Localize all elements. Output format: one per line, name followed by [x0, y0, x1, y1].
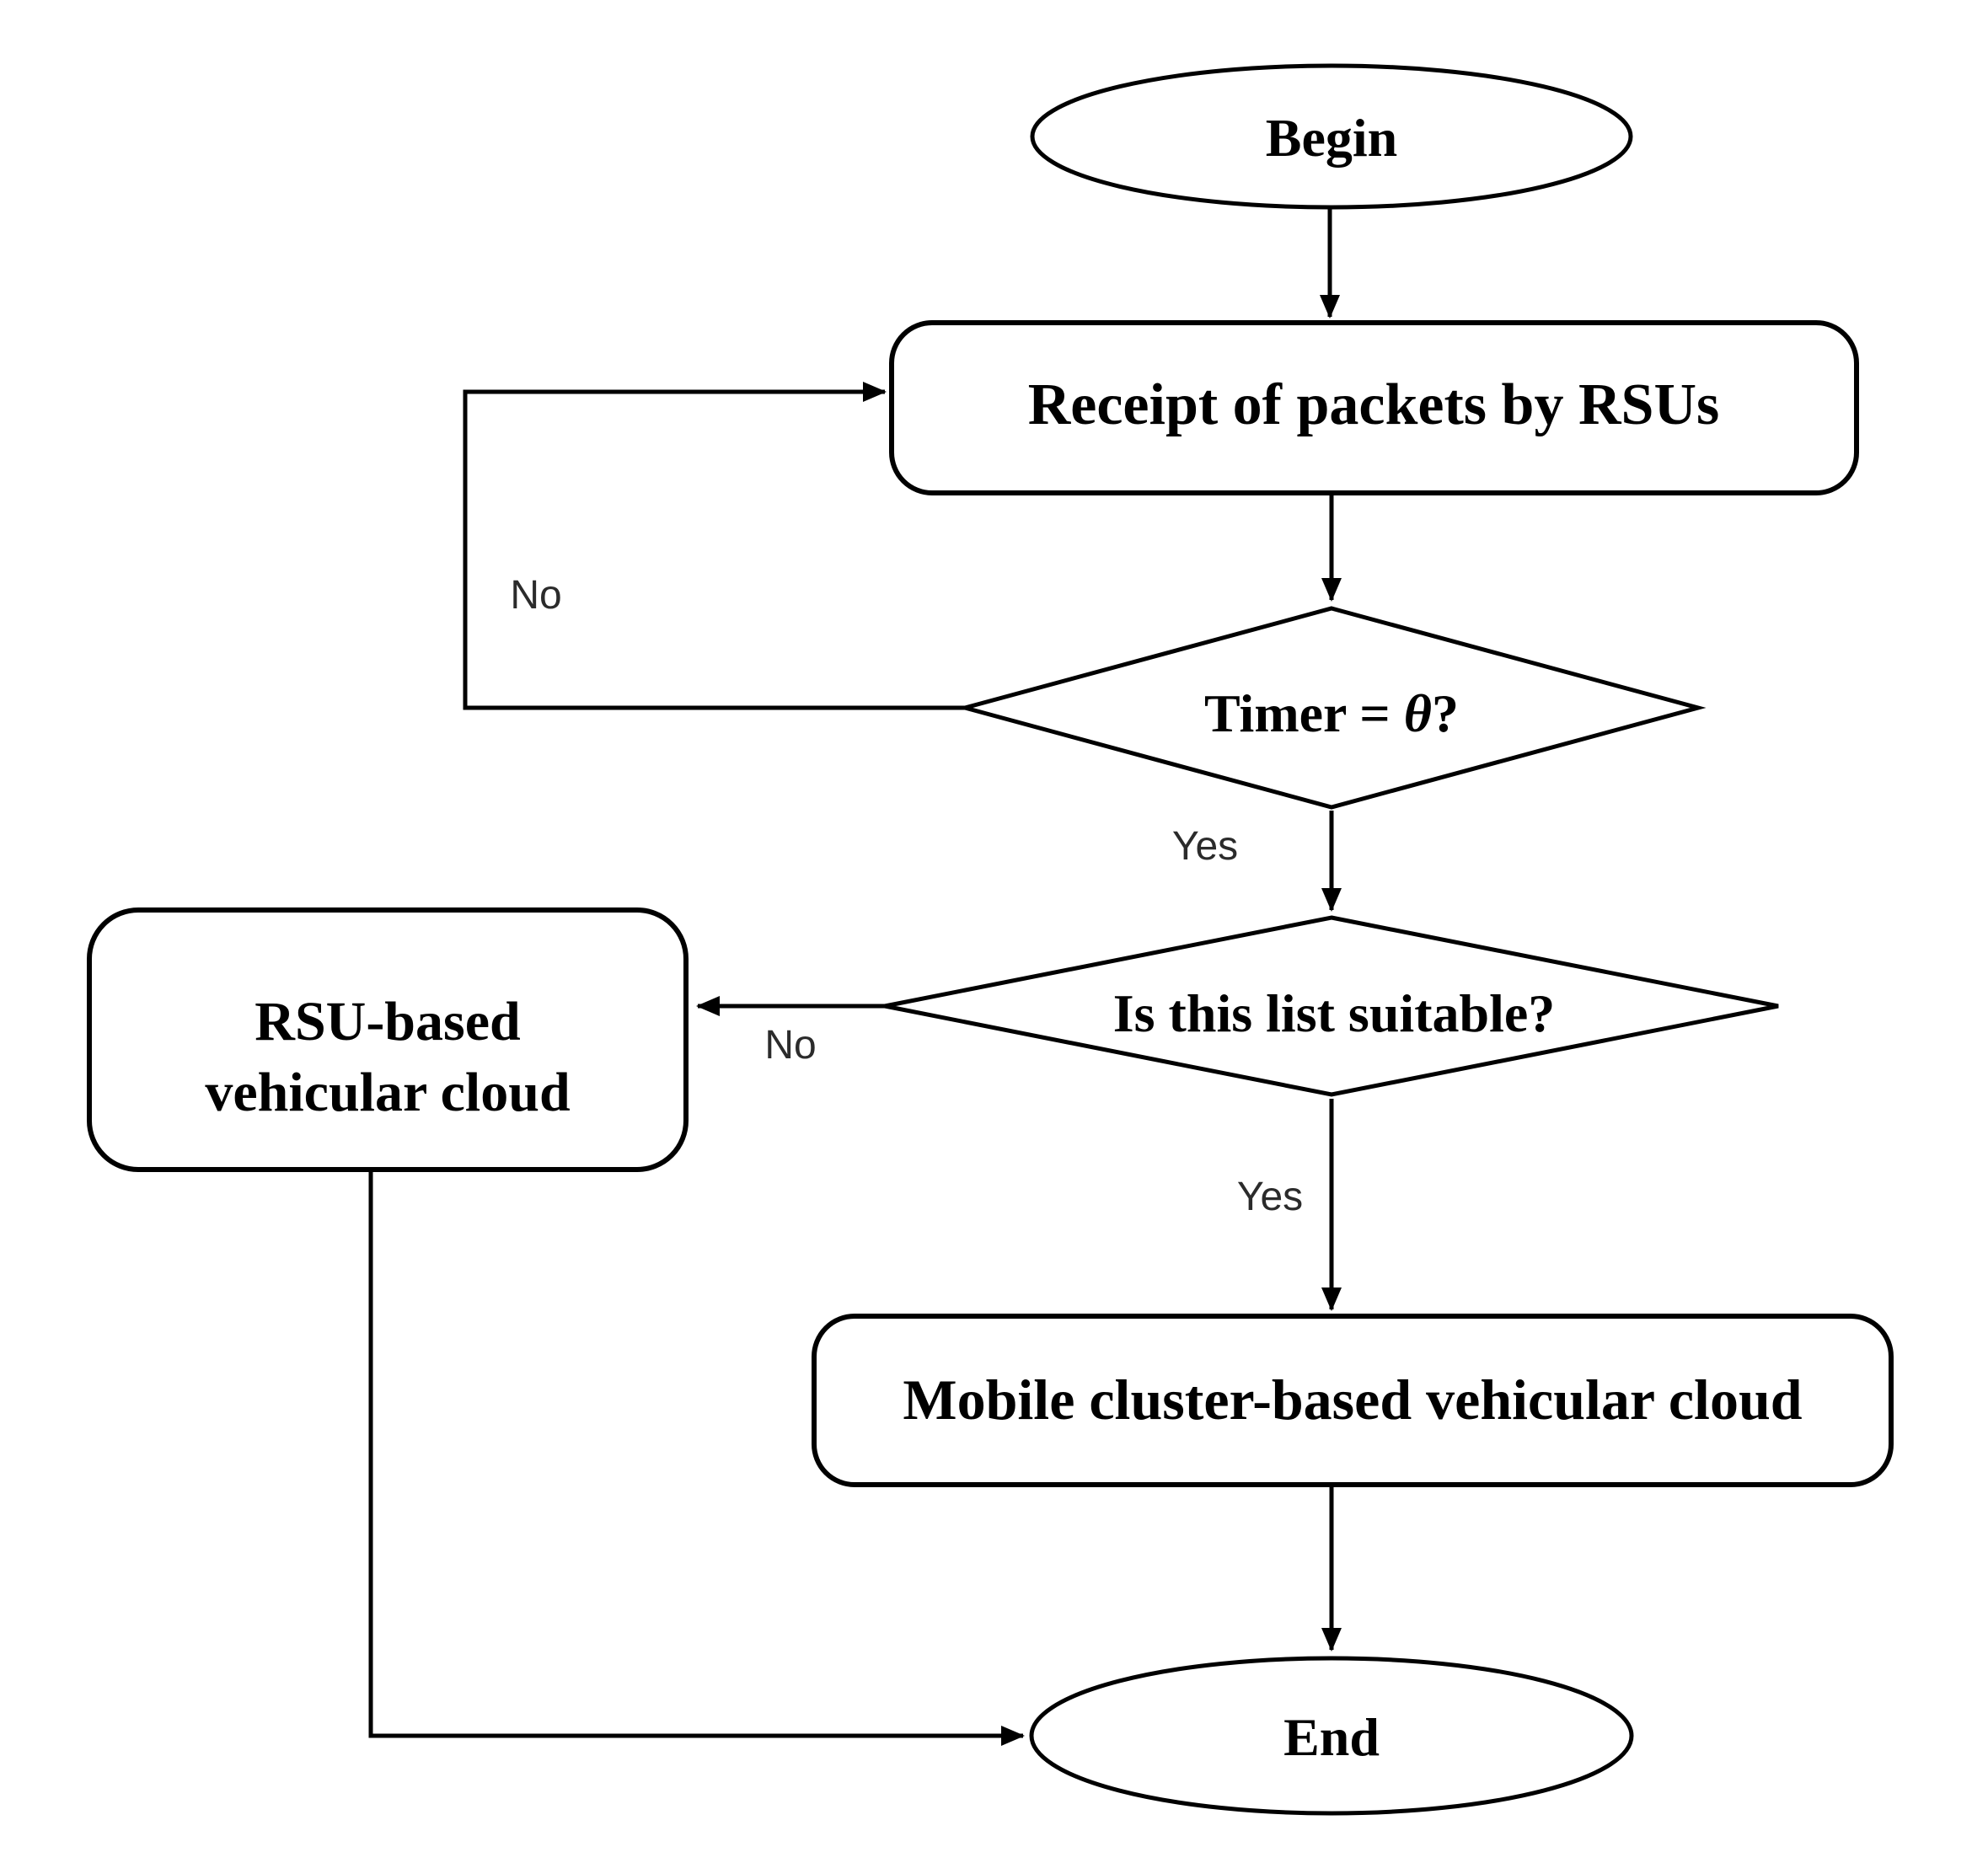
node-rsu-vehicular-cloud: RSU-based vehicular cloud: [87, 907, 689, 1172]
edge-label-suitable-no: No: [764, 1023, 816, 1068]
rsu-cloud-label-line2: vehicular cloud: [205, 1062, 570, 1123]
node-end: End: [1029, 1656, 1634, 1816]
end-terminator-shape: [1029, 1656, 1634, 1816]
edge-timer-no-loop: [463, 382, 965, 710]
edge-labels: No Yes No Yes: [510, 573, 1303, 1219]
end-label: End: [1283, 1707, 1380, 1767]
begin-terminator-shape: [1030, 63, 1633, 210]
edge-label-suitable-yes: Yes: [1237, 1175, 1303, 1219]
rsu-cloud-process-shape: [87, 907, 689, 1172]
edge-label-timer-no: No: [510, 573, 561, 618]
timer-label: Timer = θ?: [1204, 683, 1459, 743]
receipt-label: Receipt of packets by RSUs: [1028, 372, 1720, 437]
mobile-cloud-process-shape: [812, 1314, 1894, 1487]
node-receipt-of-packets: Receipt of packets by RSUs: [889, 320, 1859, 495]
timer-decision-shape: [956, 606, 1707, 810]
suitable-decision-shape: [884, 915, 1779, 1097]
rsu-cloud-label-line1: RSU-based: [255, 991, 520, 1052]
begin-label: Begin: [1266, 108, 1397, 168]
node-timer-decision: Timer = θ?: [956, 606, 1707, 810]
node-begin: Begin: [1030, 63, 1633, 210]
receipt-process-shape: [889, 320, 1859, 495]
edge-rsu-to-end: [368, 1170, 1025, 1746]
node-mobile-cluster-cloud: Mobile cluster-based vehicular cloud: [812, 1314, 1894, 1487]
node-suitable-decision: Is this list suitable?: [884, 915, 1779, 1097]
mobile-cloud-label: Mobile cluster-based vehicular cloud: [903, 1368, 1802, 1432]
edges: [368, 208, 1342, 1746]
edge-label-timer-yes: Yes: [1172, 824, 1238, 869]
suitable-label: Is this list suitable?: [1113, 983, 1556, 1043]
